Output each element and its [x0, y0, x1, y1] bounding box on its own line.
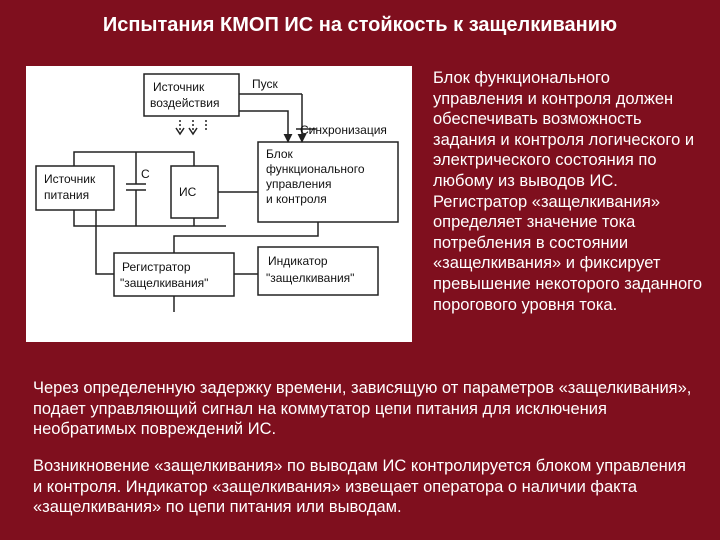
source-label-line1: Источник [153, 80, 205, 94]
sync-label: Синхронизация [300, 123, 387, 137]
paragraph-delay: Через определенную задержку времени, зав… [33, 379, 692, 439]
recorder-feedback [173, 222, 319, 253]
control-block [257, 141, 399, 223]
capacitor [126, 152, 146, 226]
indicator-block [257, 246, 379, 296]
recorder-label-line2: "защелкивания" [120, 276, 208, 290]
block-diagram: Источник воздействия Пуск Синхронизация … [26, 66, 412, 342]
power-label-line1: Источник [44, 172, 96, 186]
slide-title: Испытания КМОП ИС на стойкость к защелки… [102, 14, 618, 36]
power-label-line2: питания [44, 188, 89, 202]
right-description: Блок функционального управления и контро… [433, 69, 703, 314]
power-supply-block [35, 165, 115, 211]
recorder-label-line1: Регистратор [122, 260, 191, 274]
source-block [143, 73, 240, 117]
control-label-line3: управления [266, 177, 331, 191]
power-recorder-link [95, 210, 114, 275]
control-label-line2: функционального [266, 162, 365, 176]
start-label: Пуск [252, 77, 278, 91]
indicator-label-line1: Индикатор [268, 254, 328, 268]
ground-rail [73, 210, 226, 227]
source-label-line2: воздействия [150, 96, 219, 110]
ic-label: ИС [179, 185, 197, 199]
indicator-label-line2: "защелкивания" [266, 271, 354, 285]
capacitor-label: С [141, 167, 150, 181]
control-label-line4: и контроля [266, 192, 327, 206]
top-bus [73, 151, 195, 166]
control-label-line1: Блок [266, 147, 294, 161]
paragraph-latchup: Возникновение «защелкивания» по выводам … [33, 457, 686, 517]
sync-line [239, 110, 293, 143]
